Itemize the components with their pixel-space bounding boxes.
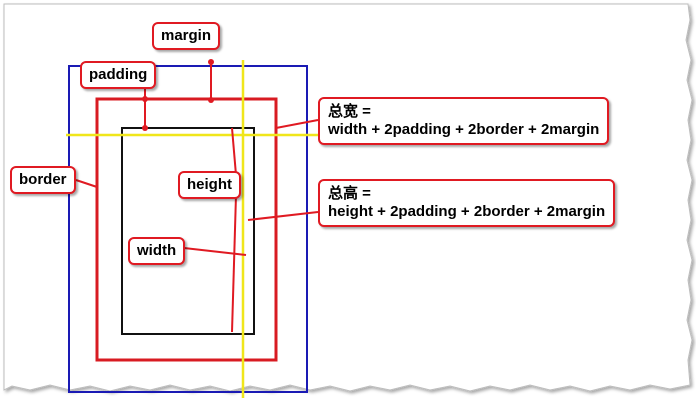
padding-label: padding	[80, 61, 157, 89]
width-label: width	[128, 237, 186, 265]
total-height-expression: height + 2padding + 2border + 2margin	[328, 203, 606, 220]
total-width-expression: width + 2padding + 2border + 2margin	[328, 121, 600, 138]
total-height-title: 总高 =	[328, 185, 371, 202]
leader-lines	[75, 62, 319, 333]
padding-box	[95, 97, 278, 362]
margin-box	[68, 65, 308, 393]
margin-label-text: margin	[161, 27, 212, 44]
border-label: border	[10, 166, 76, 194]
width-label-text: width	[137, 242, 177, 259]
total-width-formula: 总宽 = width + 2padding + 2border + 2margi…	[318, 97, 610, 145]
leader-dots	[142, 59, 214, 131]
padding-label-text: padding	[89, 66, 148, 83]
border-label-text: border	[19, 171, 67, 188]
height-label-text: height	[187, 176, 232, 193]
total-width-title: 总宽 =	[328, 103, 371, 120]
content-box	[121, 127, 255, 335]
total-height-formula: 总高 = height + 2padding + 2border + 2marg…	[318, 179, 616, 227]
margin-label: margin	[152, 22, 221, 50]
height-label: height	[178, 171, 241, 199]
